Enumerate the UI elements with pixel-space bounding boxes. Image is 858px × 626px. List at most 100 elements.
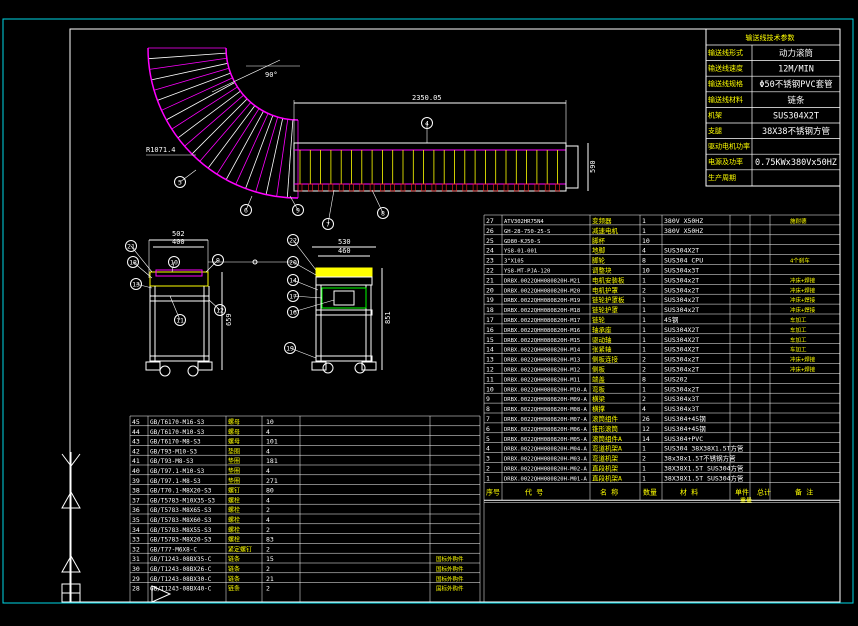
roller-end [493, 183, 499, 192]
bom-cell: 横梁 [592, 394, 606, 403]
balloon [174, 314, 186, 326]
bom-remark: 车加工 [790, 336, 807, 344]
balloon [287, 274, 299, 286]
bom-cell: SUS304x2T [664, 286, 699, 294]
spec-label: 电源及功率 [708, 157, 743, 166]
side-caster-left [322, 362, 334, 374]
spec-label: 支腿 [708, 126, 722, 135]
bom-cell: 侧板连接 [592, 355, 619, 364]
bom-cell: DRBX.0022QHH080820H-M16 [504, 328, 580, 334]
bom-cell: 滚筒组件A [592, 434, 622, 443]
bom-cell: 38x38x1.5T不锈钢方管 [664, 454, 736, 463]
bom-cell: 螺母 [228, 418, 240, 426]
bom-cell: DRBX.0022QHH080820H-M11 [504, 377, 580, 383]
bom-cell: ATV302HR75N4 [504, 219, 544, 225]
roller-end [441, 183, 447, 192]
bom-cell: 23 [486, 257, 494, 265]
dim-side-inner-label: 460 [338, 247, 351, 255]
bom-cell: 24 [486, 247, 494, 255]
bom-cell: GB/T1243-08BX30-C [150, 576, 212, 583]
bom-cell: YS8-01-001 [504, 249, 537, 255]
bom-cell: 螺栓 [228, 526, 240, 534]
bom-cell: 10 [642, 267, 650, 275]
bom-cell: 弯道机架 [592, 454, 619, 463]
bom-cell: DRBX.0022QHH080820H-M18 [504, 308, 580, 314]
bom-cell: 9 [486, 395, 490, 403]
balloon-leader [292, 239, 317, 271]
bom-cell: 10 [486, 385, 494, 393]
roller-end [472, 183, 478, 192]
balloon-leader [179, 169, 197, 183]
balloon [130, 278, 142, 290]
bom-cell: 27 [486, 217, 494, 225]
spec-label: 输送线材料 [708, 95, 743, 104]
bom-cell: 1 [642, 306, 646, 314]
outer-border [2, 18, 854, 604]
bom-cell: 张紧轴 [592, 345, 612, 354]
bom-cell: DRBX.0022QHH080820H-M21 [504, 278, 580, 284]
bom-cell: SUS304X2T [664, 346, 699, 354]
spec-value: 38X38不锈钢方管 [762, 126, 830, 137]
bom-cell: 电机安装板 [592, 275, 625, 284]
bom-cell: 侧板 [592, 365, 606, 374]
bom-cell: 40 [132, 467, 140, 475]
roller-end [318, 183, 323, 192]
bom-cell: 1 [642, 346, 646, 354]
bom-cell: 17 [486, 316, 494, 324]
balloon-number: 19 [286, 345, 294, 353]
bom-cell: 2 [642, 286, 646, 294]
bom-cell: 螺栓 [228, 536, 240, 544]
dim-front-inner-label: 400 [172, 238, 185, 246]
balloon-leader [169, 295, 181, 321]
balloon-leader [132, 261, 153, 279]
bom-cell: 7 [486, 415, 490, 423]
bom-cell: 8 [486, 405, 490, 413]
bom-cell: 15 [266, 555, 274, 563]
dim-length-label: 2350.05 [412, 94, 442, 102]
curved-roller [166, 82, 235, 121]
bom-cell: 横撑 [592, 404, 606, 413]
bom-cell: GB/T6170-M8-S3 [150, 439, 201, 446]
bom-cell: 垫圈 [228, 447, 240, 455]
roller-end [462, 183, 468, 192]
bom-cell: GB/T5783-M8X65-S3 [150, 507, 212, 514]
roller-end [369, 183, 375, 192]
side-foot-right [361, 361, 377, 371]
balloon-leader [292, 299, 335, 313]
bom-cell: SUS304x3T [664, 395, 699, 403]
bom-cell: 1 [486, 474, 490, 482]
roller-end [544, 183, 550, 192]
bom-remark: 车加工 [790, 326, 807, 334]
bom-cell: 35 [132, 516, 140, 524]
curved-roller [148, 52, 227, 60]
bom-cell: GB/T1243-08BX40-C [150, 586, 212, 593]
spec-title: 输送线技术参数 [746, 33, 795, 42]
balloon-number: 18 [129, 259, 137, 267]
bom-cell: SUS304x2T [664, 306, 699, 314]
balloon-number: 9 [296, 207, 300, 215]
bom-cell: DRBX.0022QHH080820H-M03-A [504, 457, 587, 463]
radius-label: R1071.4 [146, 146, 176, 154]
bom-cell: 2 [642, 395, 646, 403]
side-foot-left [311, 361, 327, 371]
curved-roller [149, 57, 227, 70]
bom-cell: DRBX.0022QHH080820H-M09-A [504, 397, 587, 403]
bom-cell: DRBX.0022QHH080820H-M14 [504, 348, 581, 354]
roller-end [534, 183, 540, 192]
bom-cell: SUS304+45钢 [664, 425, 706, 433]
bom-cell: GB/T1243-08BX26-C [150, 566, 212, 573]
balloon [212, 254, 224, 266]
bom-cell: 380V X50HZ [664, 217, 703, 225]
spec-label: 生产周期 [708, 173, 736, 182]
motor-end [565, 145, 579, 189]
balloon-leader [292, 279, 319, 291]
bom-cell: 2 [266, 545, 270, 553]
bom-cell: 38 [132, 487, 140, 495]
spec-label: 驱动电机功率 [708, 142, 750, 151]
front-caster-right [187, 365, 199, 377]
dim-width-label: 590 [589, 160, 597, 173]
bom-cell: 37 [132, 496, 140, 504]
bom-cell: 80 [266, 487, 274, 495]
roller-end [297, 183, 303, 192]
